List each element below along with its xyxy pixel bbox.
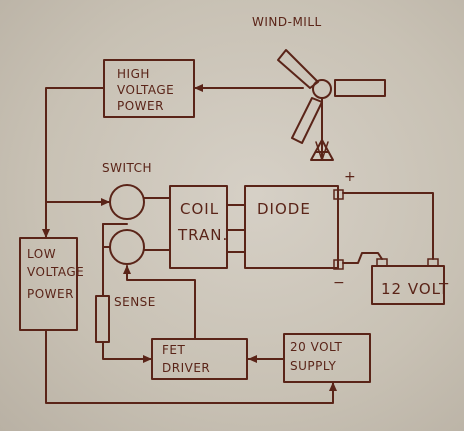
- supply-label-1: 20 VOLT: [290, 340, 343, 354]
- low-voltage-label-2: VOLTAGE: [27, 265, 84, 279]
- windmill-tower-brace: [321, 141, 329, 161]
- high-voltage-label-2: VOLTAGE: [117, 83, 174, 97]
- low-voltage-power-box: [19, 237, 78, 331]
- diode-box: [244, 185, 339, 269]
- battery-terminal-neg: [376, 258, 388, 267]
- tran-label: TRAN.: [177, 226, 228, 244]
- wire-diode-minus-battery: [342, 252, 383, 264]
- diode-label: DIODE: [257, 200, 311, 218]
- low-voltage-label-1: LOW: [27, 247, 56, 261]
- battery-terminal-pos: [427, 258, 439, 267]
- fet-label: FET: [162, 343, 185, 357]
- wire-low-voltage-supply: [45, 329, 334, 404]
- coil-label: COIL: [180, 200, 219, 218]
- sense-resistor: [95, 295, 110, 343]
- switch-label: SWITCH: [102, 161, 152, 175]
- windmill-tower-brace: [315, 141, 323, 161]
- switch-upper: [109, 184, 145, 220]
- wire-sense-fet: [102, 341, 153, 360]
- high-voltage-label-1: HIGH: [117, 67, 150, 81]
- diode-terminal-minus: [333, 259, 344, 270]
- battery-box: [371, 265, 445, 305]
- arrow-into-lower-switch: [123, 265, 131, 274]
- coil-transformer-box: [169, 185, 228, 269]
- sense-label: SENSE: [114, 295, 156, 309]
- diode-terminal-plus: [333, 189, 344, 200]
- supply-label-2: SUPPLY: [290, 359, 336, 373]
- arrow-into-hv: [194, 84, 203, 92]
- arrow-into-low-voltage: [42, 229, 50, 238]
- minus-sign: −: [333, 275, 345, 291]
- wire-diode-plus-battery: [342, 192, 434, 260]
- wire-hv-left-rail: [45, 87, 105, 238]
- switch-lower: [109, 229, 145, 265]
- arrow-into-fet-from-supply: [248, 355, 257, 363]
- high-voltage-label-3: POWER: [117, 99, 164, 113]
- arrow-into-supply: [329, 382, 337, 391]
- windmill-blade-upper: [277, 49, 319, 89]
- windmill: [277, 49, 386, 161]
- low-voltage-label-3: POWER: [27, 287, 74, 301]
- windmill-blade-right: [334, 79, 386, 97]
- windmill-blade-lower: [291, 97, 323, 144]
- plus-sign: +: [344, 169, 356, 185]
- driver-label: DRIVER: [162, 361, 210, 375]
- arrow-into-fet: [143, 355, 152, 363]
- battery-label: 12 VOLT: [381, 280, 449, 298]
- arrow-into-switch: [101, 198, 110, 206]
- windmill-label: WIND-MILL: [252, 15, 322, 29]
